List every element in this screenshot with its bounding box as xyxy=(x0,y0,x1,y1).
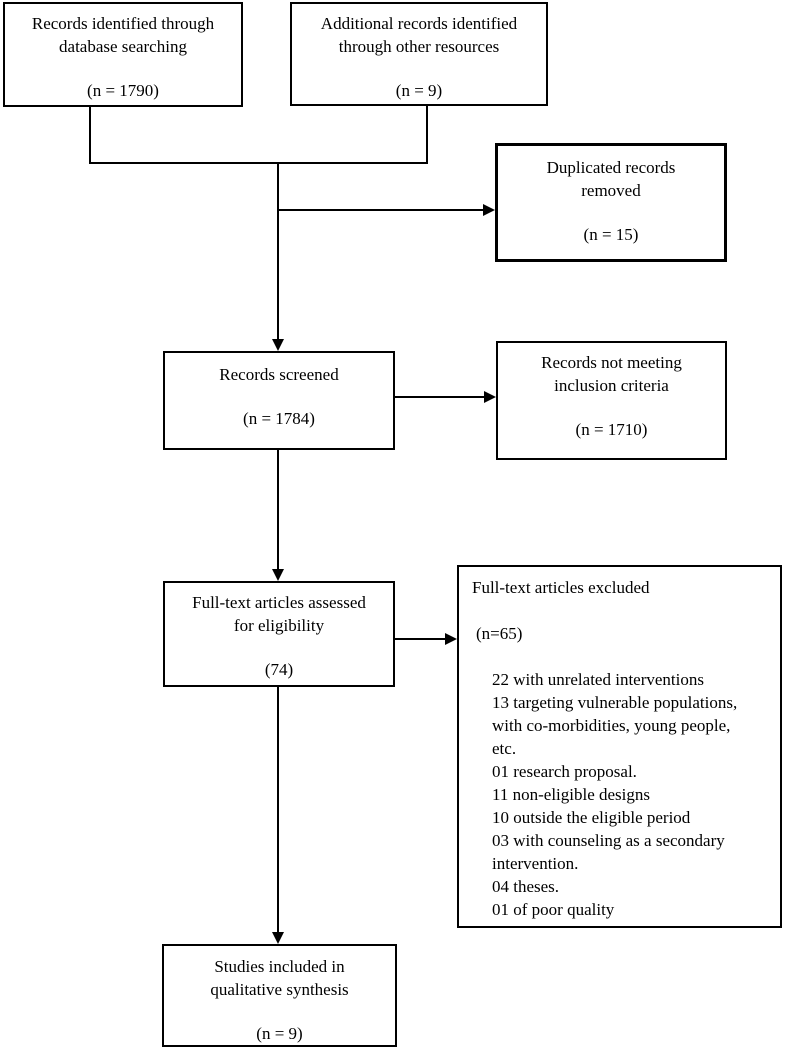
box-additional-records: Additional records identified through ot… xyxy=(290,2,548,106)
arrowhead-to-included-icon xyxy=(272,932,284,944)
arrowhead-to-screened-icon xyxy=(272,339,284,351)
box-text-line: through other resources xyxy=(338,37,500,56)
box-studies-included: Studies included in qualitative synthesi… xyxy=(162,944,397,1047)
box-text-line: qualitative synthesis xyxy=(210,980,349,999)
box-not-meeting-criteria: Records not meeting inclusion criteria (… xyxy=(496,341,727,460)
box-count: (n = 1790) xyxy=(87,81,159,100)
box-text-line: Records not meeting xyxy=(541,353,682,372)
box-count: (n = 9) xyxy=(256,1024,303,1043)
connector-spine-to-fulltext-line xyxy=(277,450,279,570)
excluded-count: (n=65) xyxy=(476,624,523,643)
arrowhead-to-duplicates-icon xyxy=(483,204,495,216)
box-count: (n = 1710) xyxy=(575,420,648,439)
excluded-title: Full-text articles excluded xyxy=(472,578,650,597)
connector-spine-to-included-line xyxy=(277,687,279,933)
excluded-reason-line: 04 theses. xyxy=(492,877,560,896)
box-count: (n = 1784) xyxy=(243,409,315,428)
excluded-reason-line: 13 targeting vulnerable populations, xyxy=(492,693,738,712)
box-text-line: Records identified through xyxy=(31,14,215,33)
box-records-screened: Records screened (n = 1784) xyxy=(163,351,395,450)
excluded-reason-line: 22 with unrelated interventions xyxy=(492,670,704,689)
excluded-reason-line: intervention. xyxy=(492,854,579,873)
box-count: (n = 15) xyxy=(583,225,639,244)
connector-merge-horizontal-line xyxy=(89,162,428,164)
box-text-line: removed xyxy=(581,181,641,200)
box-text-line: database searching xyxy=(59,37,187,56)
connector-to-duplicates-line xyxy=(277,209,484,211)
box-count: (n = 9) xyxy=(395,81,443,100)
connector-to-excluded-line xyxy=(395,638,446,640)
connector-additional-down-line xyxy=(426,106,428,164)
box-text-line: Records screened xyxy=(219,365,339,384)
excluded-reason-line: etc. xyxy=(492,739,517,758)
box-text-line: inclusion criteria xyxy=(554,376,669,395)
box-text-line: for eligibility xyxy=(233,616,325,635)
arrowhead-to-fulltext-icon xyxy=(272,569,284,581)
excluded-reason-line: 11 non-eligible designs xyxy=(492,785,651,804)
box-text-line: Studies included in xyxy=(214,957,345,976)
connector-to-not-meeting-line xyxy=(395,396,485,398)
arrowhead-to-not-meeting-icon xyxy=(484,391,496,403)
connector-spine-to-screened-line xyxy=(277,162,279,340)
arrowhead-to-excluded-icon xyxy=(445,633,457,645)
excluded-reason-line: 01 research proposal. xyxy=(492,762,637,781)
excluded-reason-line: 10 outside the eligible period xyxy=(492,808,691,827)
box-records-identified: Records identified through database sear… xyxy=(3,2,243,107)
excluded-reason-line: 03 with counseling as a secondary xyxy=(492,831,725,850)
connector-identified-down-line xyxy=(89,107,91,164)
box-duplicates-removed: Duplicated records removed (n = 15) xyxy=(495,143,727,262)
box-fulltext-assessed: Full-text articles assessed for eligibil… xyxy=(163,581,395,687)
box-text-line: Full-text articles assessed xyxy=(192,593,366,612)
box-text-line: Additional records identified xyxy=(320,14,518,33)
box-fulltext-excluded: Full-text articles excluded (n=65) 22 wi… xyxy=(457,565,782,928)
box-count: (74) xyxy=(264,660,294,679)
excluded-reason-line: with co-morbidities, young people, xyxy=(492,716,731,735)
excluded-reason-line: 01 of poor quality xyxy=(492,900,615,919)
excluded-reasons-list: 22 with unrelated interventions 13 targe… xyxy=(492,668,780,921)
box-text-line: Duplicated records xyxy=(546,158,676,177)
